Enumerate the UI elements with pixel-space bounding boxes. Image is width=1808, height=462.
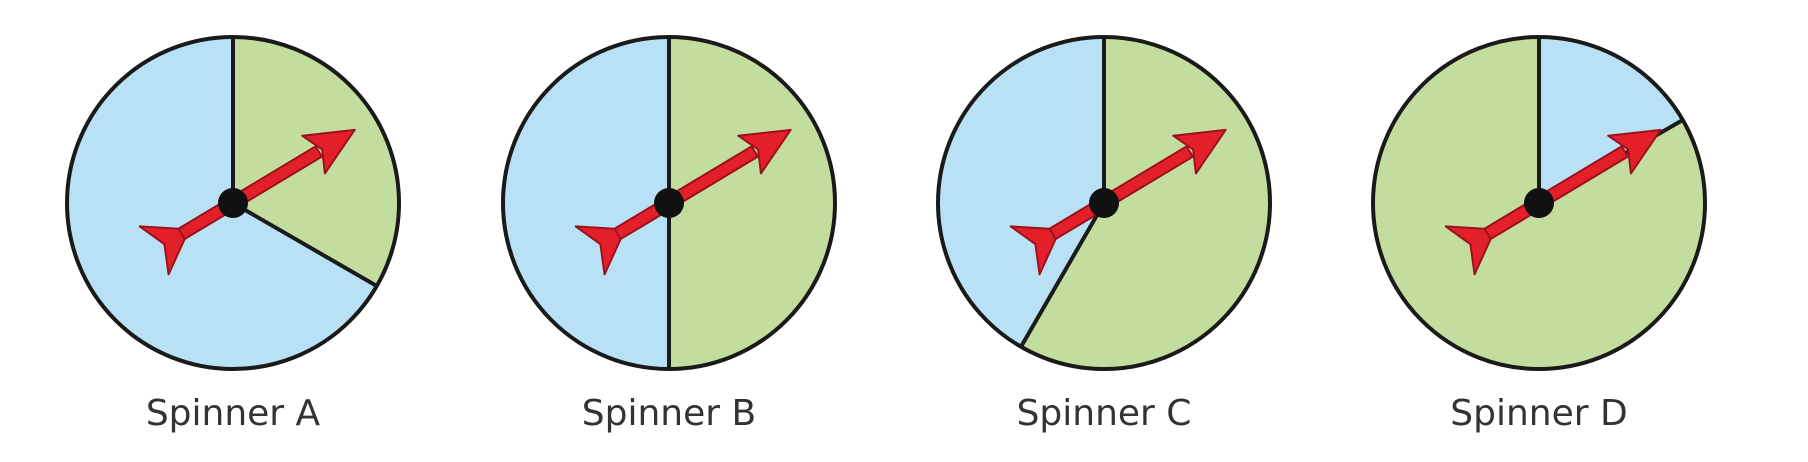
spinner-c-arrow bbox=[1009, 128, 1227, 276]
spinner-b-arrow bbox=[574, 128, 792, 276]
spinner-a-arrow-tail bbox=[138, 225, 186, 276]
spinner-b-label: Spinner B bbox=[582, 393, 756, 434]
spinner-c bbox=[936, 35, 1272, 371]
spinner-d-arrow-tail bbox=[1444, 225, 1492, 276]
spinner-c-green-section bbox=[1021, 37, 1270, 370]
spinner-b-blue-section bbox=[503, 37, 669, 369]
spinner-a bbox=[65, 35, 401, 371]
spinner-a-divider bbox=[232, 201, 378, 288]
spinner-d-label: Spinner D bbox=[1450, 393, 1627, 434]
spinner-a-outline bbox=[65, 35, 401, 371]
spinner-b-outline bbox=[501, 35, 837, 371]
spinner-b bbox=[501, 35, 837, 371]
spinner-b-arrow-tail bbox=[574, 225, 622, 276]
spinner-c-arrow-tail bbox=[1009, 225, 1057, 276]
spinner-b-hub bbox=[654, 188, 684, 218]
spinner-d-arrow bbox=[1444, 128, 1662, 276]
spinner-c-outline bbox=[936, 35, 1272, 371]
spinner-d-arrow-head bbox=[1607, 128, 1662, 175]
spinner-a-arrow-head bbox=[301, 128, 356, 175]
spinner-a-arrow bbox=[138, 128, 356, 276]
spinner-d-outline bbox=[1371, 35, 1707, 371]
spinner-d bbox=[1371, 35, 1707, 371]
spinner-c-arrow-head bbox=[1172, 128, 1227, 175]
spinner-c-label: Spinner C bbox=[1017, 393, 1192, 434]
spinner-c-blue-section bbox=[937, 37, 1104, 347]
spinner-b-green-section bbox=[669, 37, 835, 369]
spinner-c-divider bbox=[1019, 202, 1106, 348]
spinner-d-hub bbox=[1524, 188, 1554, 218]
spinner-a-label: Spinner A bbox=[146, 393, 321, 434]
spinner-a-hub bbox=[218, 188, 248, 218]
spinner-b-arrow-head bbox=[737, 128, 792, 175]
spinner-a-green-section bbox=[233, 37, 399, 286]
spinner-c-hub bbox=[1089, 188, 1119, 218]
